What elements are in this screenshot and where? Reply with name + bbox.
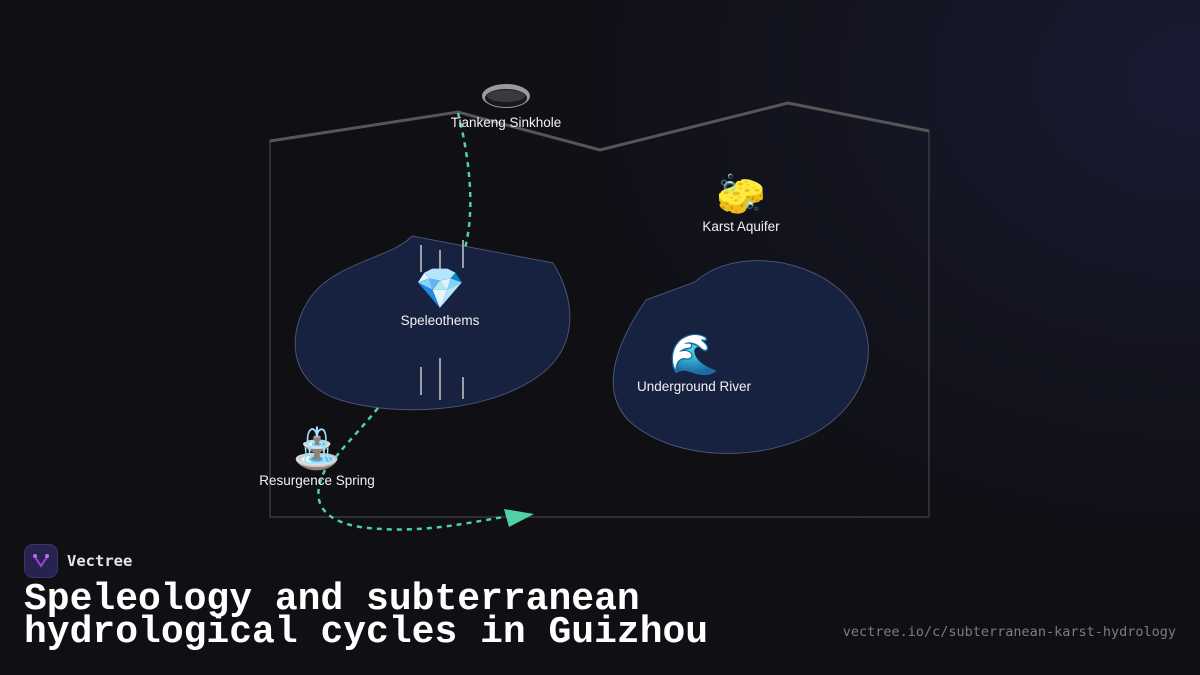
stalactites: [420, 240, 464, 272]
page-title: Speleology and subterranean hydrological…: [24, 578, 709, 654]
flow-path-cavern-to-spring: [334, 407, 379, 459]
cavern-speleothems: [294, 235, 571, 411]
node-label-speleothems: Speleothems: [401, 313, 480, 328]
brand-name: Vectree: [67, 552, 133, 570]
gem-icon: 💎: [415, 267, 465, 311]
node-label-spring: Resurgence Spring: [259, 473, 375, 488]
sponge-icon: 🧽: [716, 173, 770, 217]
node-label-aquifer: Karst Aquifer: [702, 219, 780, 234]
water-wave-icon: 🌊: [669, 331, 719, 377]
sinkhole-hole-icon: [482, 84, 530, 108]
flow-path-sinkhole-to-cavern: [456, 112, 472, 249]
source-url: vectree.io/c/subterranean-karst-hydrolog…: [842, 624, 1176, 640]
cavern-underground-river: [612, 260, 869, 454]
title-line-2: hydrological cycles in Guizhou: [24, 611, 709, 654]
title-line-1: Speleology and subterranean: [24, 578, 640, 621]
brand: Vectree: [24, 544, 132, 578]
node-label-river: Underground River: [637, 379, 752, 394]
vectree-logo-icon: [24, 544, 58, 578]
flow-arrowhead-icon: [504, 509, 534, 527]
stalagmites: [420, 358, 464, 400]
terrain-surface: [269, 101, 930, 152]
fountain-icon: ⛲: [292, 425, 342, 472]
node-label-sinkhole: Tiankeng Sinkhole: [451, 115, 562, 130]
